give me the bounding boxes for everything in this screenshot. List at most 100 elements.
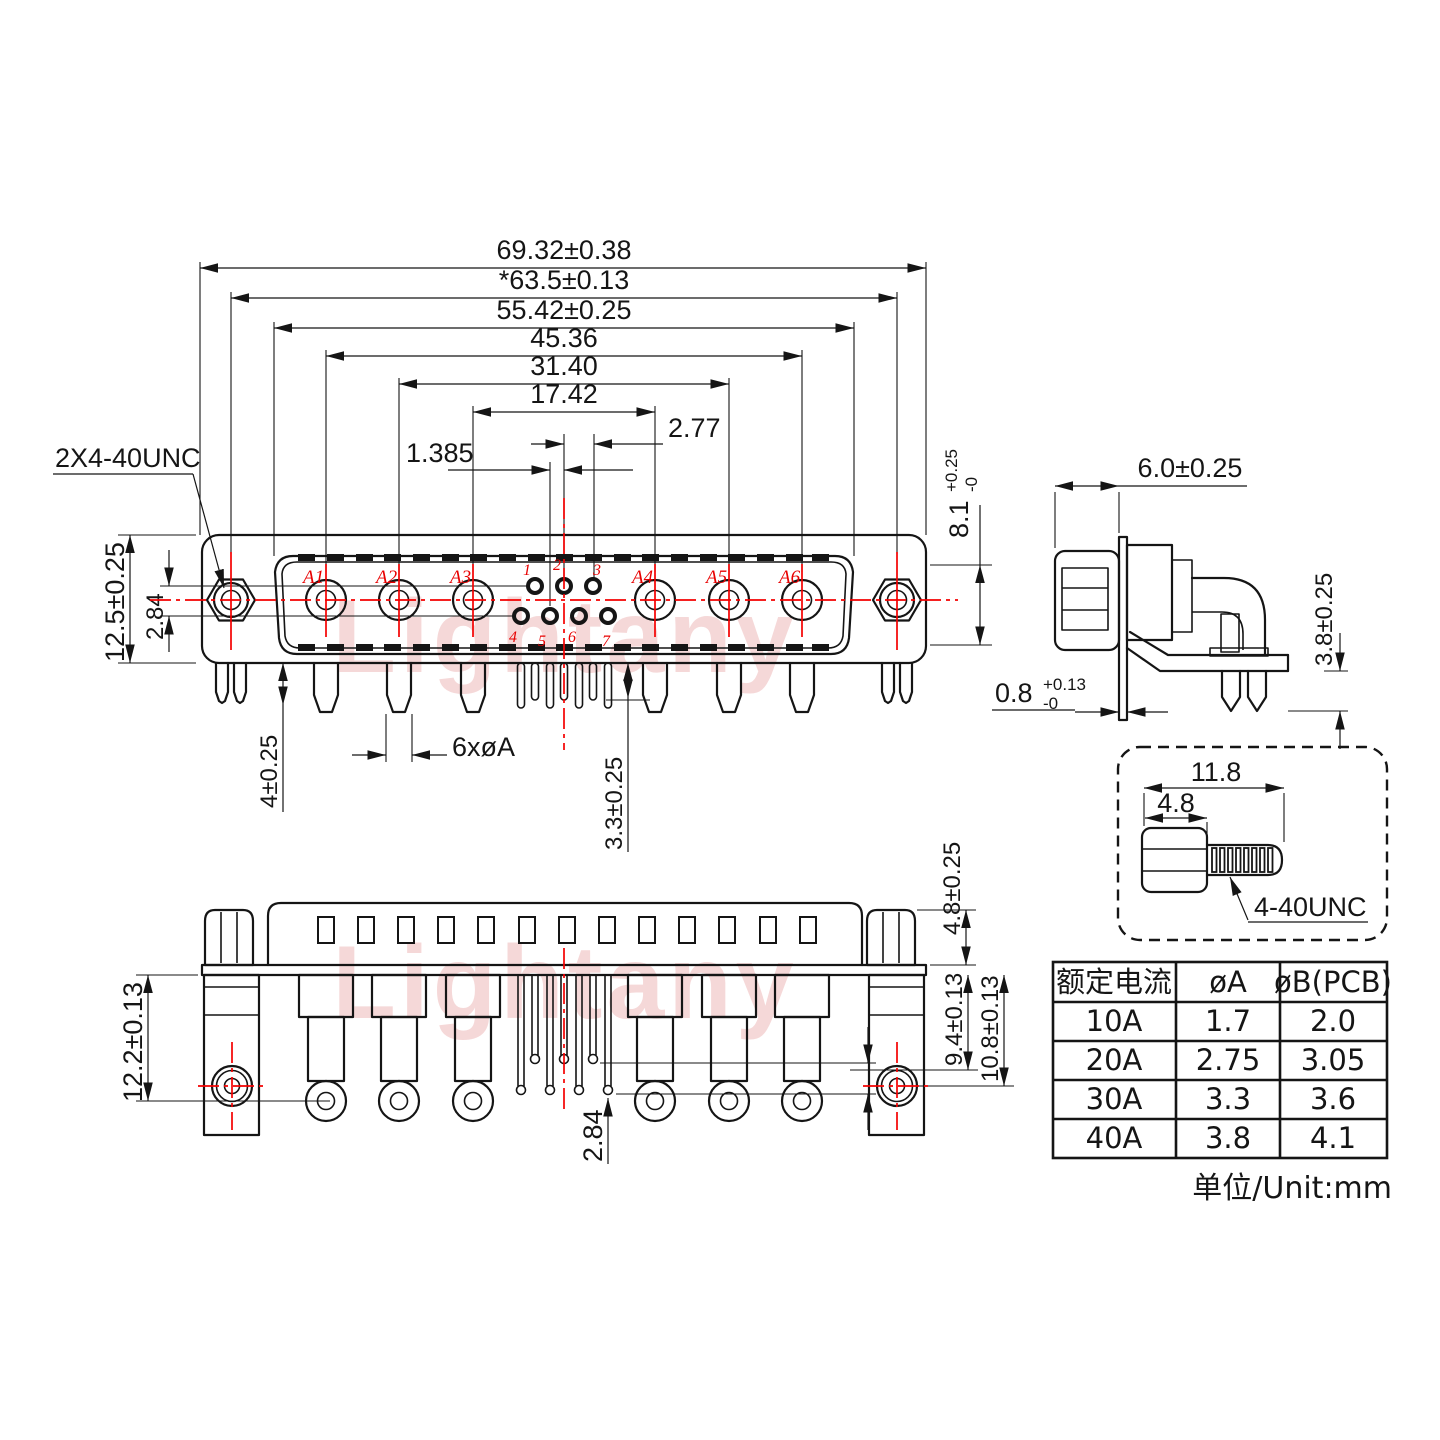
dim-contact-dia: 6xøA — [452, 732, 515, 762]
pin-label-a4: A4 — [630, 567, 654, 588]
svg-text:-0: -0 — [1043, 694, 1058, 713]
front-small-pins — [512, 577, 617, 625]
pin-label-a3: A3 — [448, 567, 471, 588]
thread-callout: 2X4-40UNC — [55, 443, 201, 473]
dim-tip-stagger: 2.84 — [578, 1109, 608, 1162]
dim-tail-length: 3.3±0.25 — [601, 757, 628, 850]
side-dimensions — [992, 481, 1345, 749]
front-connector-body: A1 A2 A3 A4 A5 A6 1 2 3 4 5 6 7 — [150, 498, 958, 750]
pin-label-a1: A1 — [301, 567, 324, 588]
dim-screw-total-length: 11.8 — [1191, 757, 1242, 787]
side-extension-lines — [1054, 492, 1348, 712]
spec-table-border — [1051, 960, 1389, 1160]
svg-text:8.1: 8.1 — [944, 500, 974, 538]
dim-shroud-height: 8.1 +0.25 -0 — [942, 449, 981, 538]
svg-text:-0: -0 — [962, 477, 981, 492]
spec-table: 额定电流 øA øB(PCB) 10A 1.7 2.0 20A 2.75 3.0… — [1051, 960, 1392, 1206]
dim-shroud-width: 55.42±0.25 — [497, 295, 632, 325]
screw-threads — [1211, 847, 1274, 873]
side-shroud — [1053, 549, 1121, 652]
table-cell: 40A — [1086, 1121, 1143, 1155]
front-solder-legs — [214, 661, 914, 714]
svg-text:0.8: 0.8 — [995, 678, 1033, 708]
dim-span-a3-a4: 17.42 — [530, 379, 598, 409]
table-header-dia-b: øB(PCB) — [1274, 965, 1392, 999]
dim-bracket-height: 12.2±0.13 — [118, 982, 148, 1102]
pin-label-6: 6 — [568, 629, 576, 646]
unit-note: 单位/Unit:mm — [1192, 1171, 1392, 1206]
dim-standoff: 3.8±0.25 — [1311, 573, 1338, 666]
side-board-clips — [1220, 669, 1268, 713]
screw-drawing — [1140, 826, 1284, 894]
front-teeth — [298, 554, 829, 651]
dim-screw-head-length: 4.8 — [1157, 788, 1195, 818]
bottom-nut-right — [865, 908, 917, 967]
watermark-front: Lightany — [332, 579, 797, 695]
table-cell: 2.75 — [1196, 1043, 1261, 1077]
screw-dimensions — [1143, 783, 1368, 923]
table-cell: 3.05 — [1301, 1043, 1366, 1077]
side-view: 6.0±0.25 3.8±0.25 0.8 +0.13 -0 — [992, 453, 1348, 749]
dim-pin-row-gap: 2.84 — [142, 593, 169, 640]
table-row-30a: 30A 3.3 3.6 — [1086, 1082, 1356, 1116]
screw-shaft — [1205, 843, 1284, 877]
side-bracket-inner — [1192, 611, 1244, 650]
table-cell: 3.8 — [1205, 1121, 1251, 1155]
watermark-bottom: Lightany — [332, 925, 797, 1041]
dim-leg-length: 4±0.25 — [256, 735, 283, 808]
pin-label-a2: A2 — [374, 567, 398, 588]
bottom-large-pins — [297, 973, 831, 1123]
table-row-20a: 20A 2.75 3.05 — [1086, 1043, 1366, 1077]
dim-pin-half-pitch: 1.385 — [406, 438, 474, 468]
bottom-connector-body — [198, 901, 931, 1137]
svg-text:+0.13: +0.13 — [1043, 675, 1086, 694]
bottom-bracket-left — [202, 973, 261, 1137]
side-connector-body — [1053, 535, 1290, 722]
front-centerlines — [150, 498, 958, 750]
dim-depth: 6.0±0.25 — [1138, 453, 1243, 483]
pin-label-a6: A6 — [777, 567, 801, 588]
dim-span-a2-a5: 31.40 — [530, 351, 598, 381]
front-view: 69.32±0.38 *63.5±0.13 55.42±0.25 45.36 3… — [53, 235, 992, 852]
dim-pin-depth: 9.4±0.13 — [941, 973, 968, 1066]
dim-mount-span: *63.5±0.13 — [499, 265, 629, 295]
bottom-teeth — [317, 916, 817, 944]
pin-label-4: 4 — [509, 629, 517, 646]
dim-nut-height: 4.8±0.25 — [939, 842, 966, 935]
dim-total-width: 69.32±0.38 — [497, 235, 632, 265]
table-cell: 10A — [1086, 1004, 1143, 1038]
screw-detail: 11.8 4.8 4-40UNC — [1116, 745, 1389, 942]
bottom-thin-pins — [515, 975, 614, 1096]
side-bracket-plate — [1125, 630, 1290, 673]
bottom-bracket-right — [867, 973, 926, 1137]
side-bracket-outer — [1190, 576, 1267, 657]
pin-label-5: 5 — [538, 633, 546, 650]
screw-head — [1140, 826, 1209, 894]
dim-span-a1-a6: 45.36 — [530, 323, 598, 353]
bottom-view: 12.2±0.13 4.8±0.25 9.4±0.13 10.8±0.13 2.… — [118, 842, 1014, 1164]
table-header-current: 额定电流 — [1056, 965, 1172, 999]
table-cell: 3.3 — [1205, 1082, 1251, 1116]
table-row-40a: 40A 3.8 4.1 — [1086, 1121, 1356, 1155]
dim-pin-pitch: 2.77 — [668, 413, 721, 443]
dim-flange-thickness: 0.8 +0.13 -0 — [995, 675, 1086, 713]
table-cell: 2.0 — [1310, 1004, 1356, 1038]
bottom-nut-left — [203, 908, 255, 967]
table-header-dia-a: øA — [1209, 965, 1247, 999]
dim-flange-height: 12.5±0.25 — [100, 542, 130, 662]
side-body-block — [1125, 543, 1174, 642]
bottom-housing — [266, 901, 864, 967]
front-dimensions — [53, 263, 985, 852]
table-cell: 4.1 — [1310, 1121, 1356, 1155]
side-flange-plate — [1117, 535, 1129, 722]
pin-label-3: 3 — [592, 562, 601, 579]
bottom-centerlines — [198, 948, 931, 1130]
table-cell: 20A — [1086, 1043, 1143, 1077]
front-shroud-outer — [273, 554, 855, 656]
table-cell: 1.7 — [1205, 1004, 1251, 1038]
pin-label-a5: A5 — [704, 567, 727, 588]
svg-text:+0.25: +0.25 — [942, 449, 961, 492]
pin-label-2: 2 — [553, 557, 561, 574]
